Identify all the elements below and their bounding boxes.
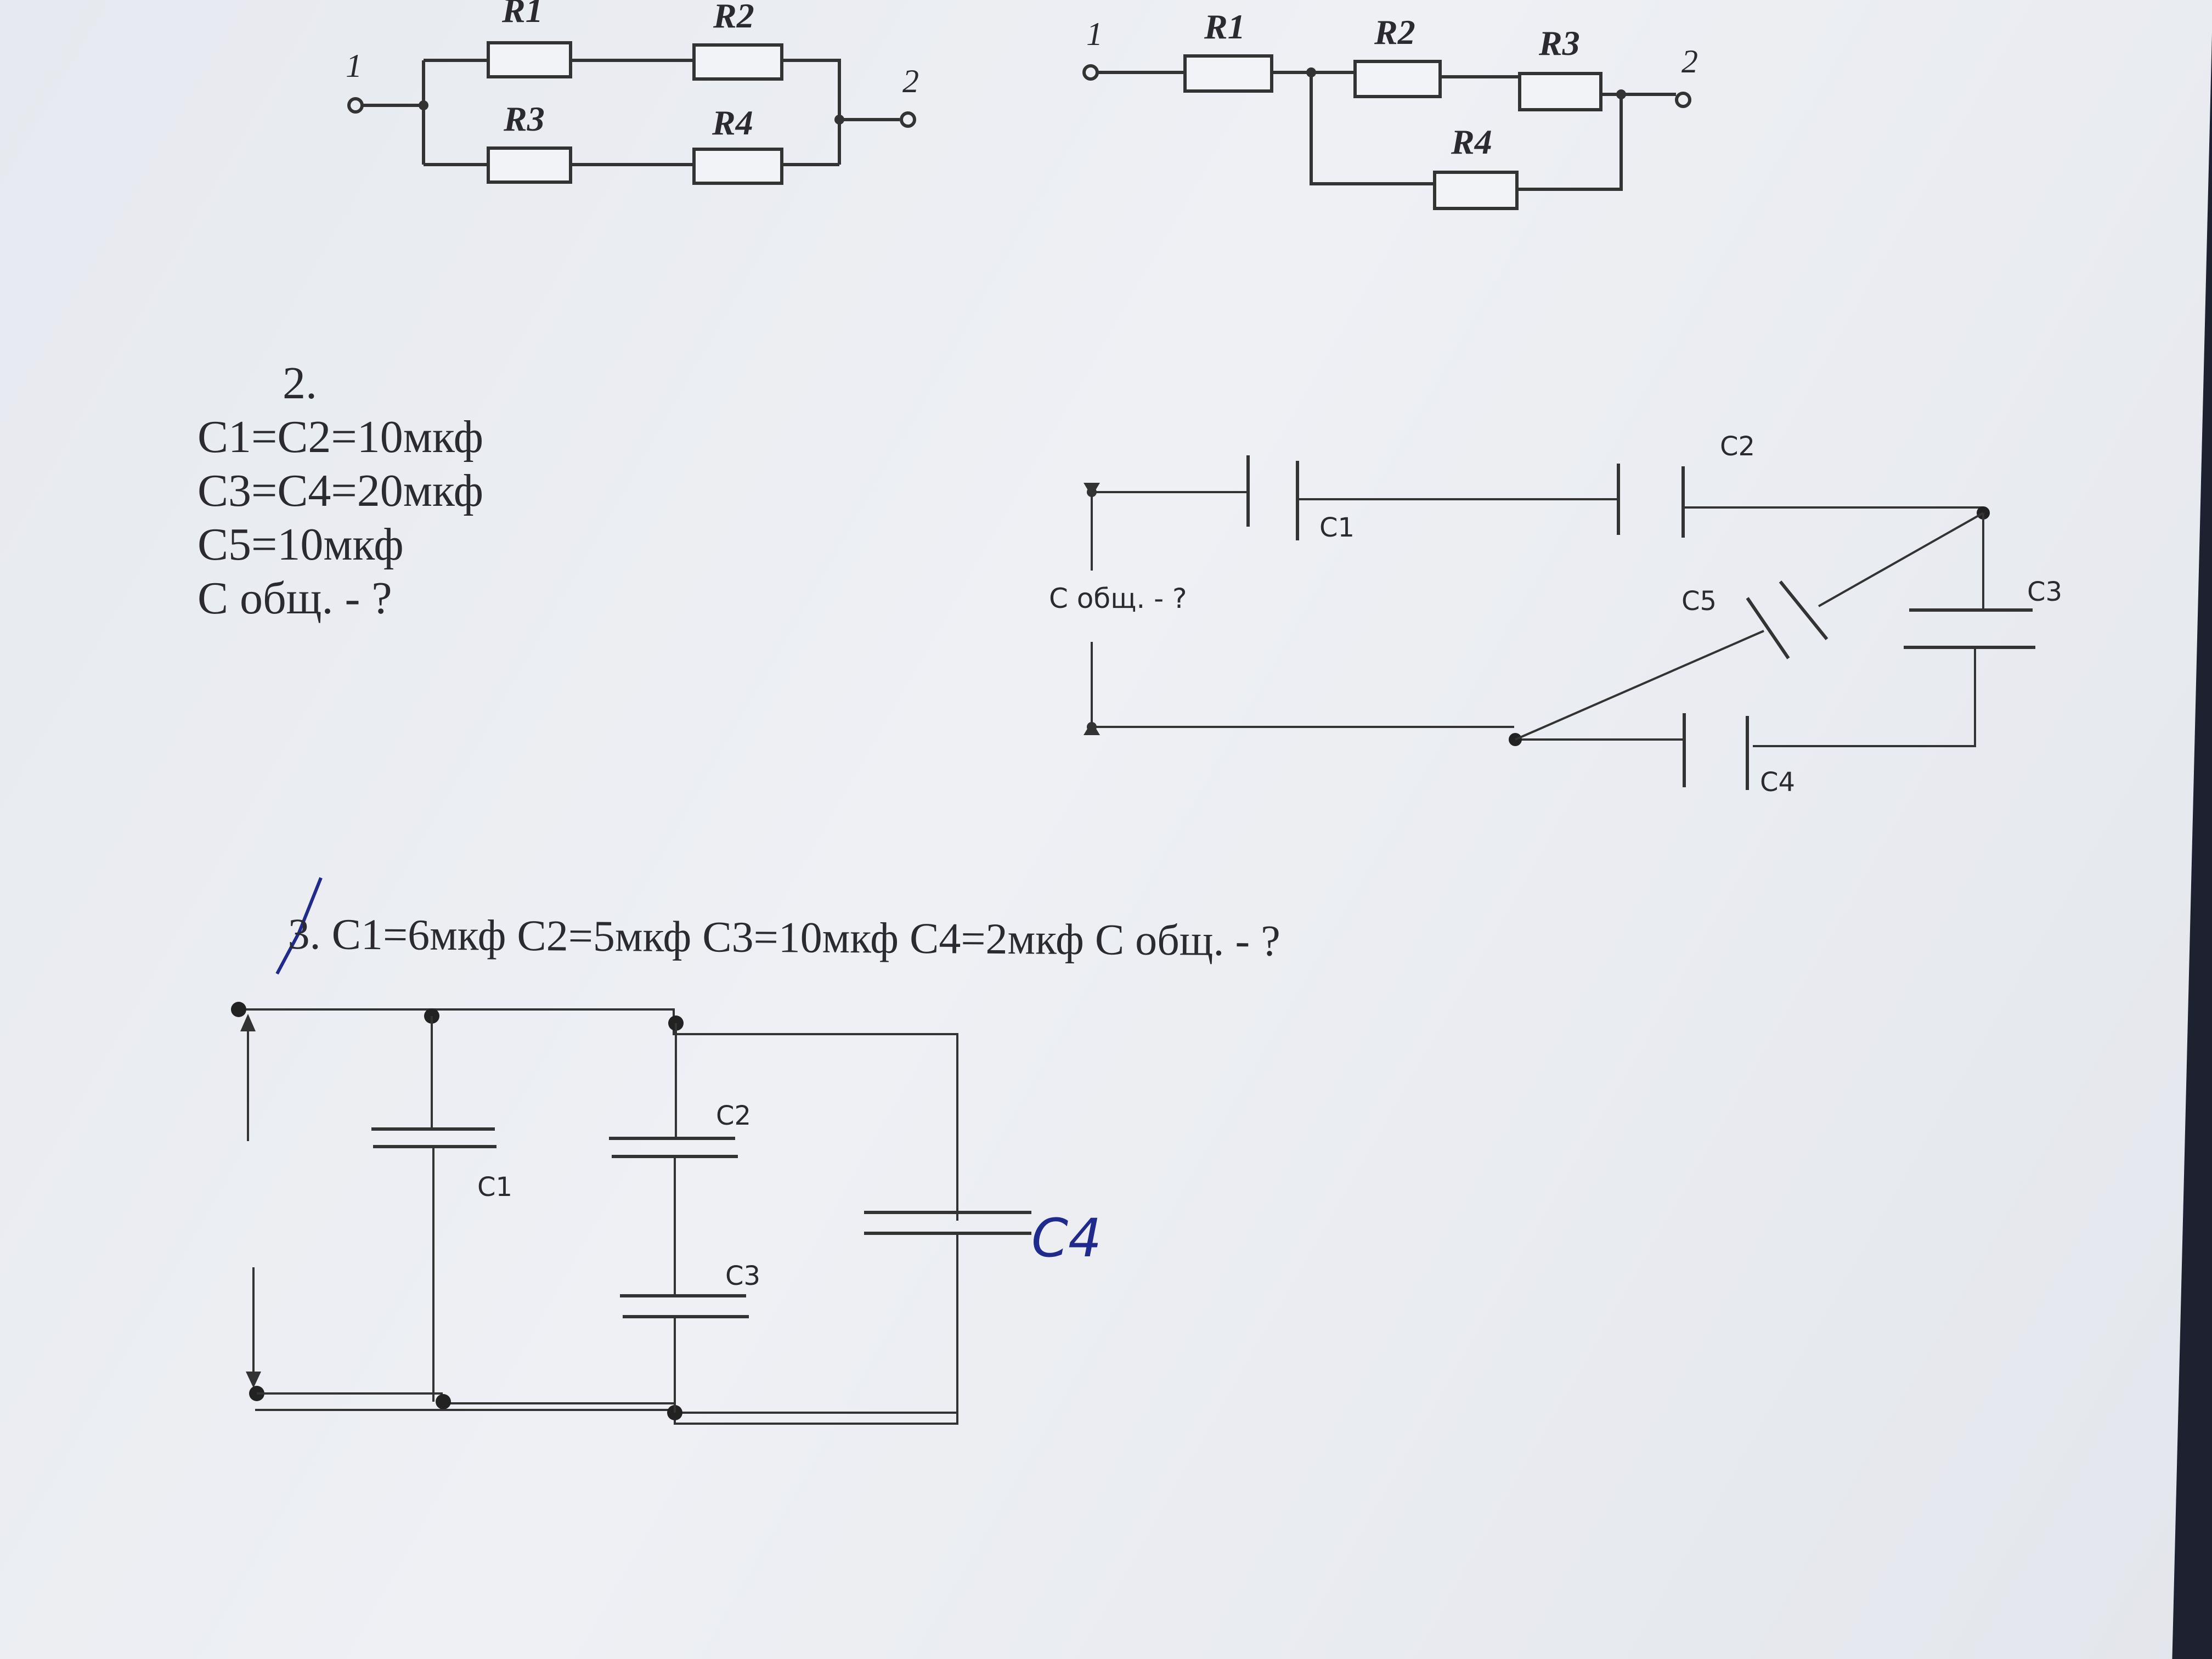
capacitor-c1 bbox=[1246, 455, 1299, 540]
terminal-1 bbox=[347, 97, 364, 114]
label-r3: R3 bbox=[503, 99, 545, 138]
terminal-1 bbox=[1082, 64, 1099, 81]
terminal-2 bbox=[900, 111, 916, 128]
circuit-r-parallel: R1 R2 R3 R4 1 2 bbox=[346, 0, 919, 185]
problem2-text: 2. C1=C2=10мкф C3=C4=20мкф C5=10мкф C об… bbox=[198, 357, 483, 625]
label-r4: R4 bbox=[1451, 122, 1492, 161]
capacitor-c3 bbox=[1904, 608, 2035, 649]
label-c5: C5 bbox=[1681, 586, 1717, 617]
problem2-circuit: C1 C2 C3 C4 C5 C общ. - ? bbox=[1049, 431, 2062, 798]
problem3-statement: 3. C1=6мкф C2=5мкф C3=10мкф C4=2мкф C об… bbox=[287, 908, 1280, 968]
capacitor-c4 bbox=[1683, 713, 1749, 790]
resistor-r3 bbox=[1518, 72, 1602, 111]
label-r2: R2 bbox=[1374, 13, 1415, 52]
label-terminal-1: 1 bbox=[346, 48, 362, 84]
problem2-line: C1=C2=10мкф bbox=[198, 411, 484, 462]
label-terminal-2: 2 bbox=[902, 63, 919, 99]
resistor-r3 bbox=[487, 146, 572, 184]
label-r2: R2 bbox=[713, 0, 754, 35]
problem3-number: 3. bbox=[287, 910, 321, 959]
label-c4: C4 bbox=[1760, 767, 1795, 798]
problem3-text: C1=6мкф C2=5мкф C3=10мкф C4=2мкф C общ. … bbox=[331, 910, 1280, 966]
label-c1: C1 bbox=[477, 1172, 512, 1203]
label-total-question: C общ. - ? bbox=[1049, 583, 1187, 614]
problem3-circuit: C1 C2 C3 C4 bbox=[231, 877, 1102, 1425]
capacitor-c4 bbox=[864, 1211, 1031, 1235]
resistor-r2 bbox=[1353, 60, 1442, 98]
resistor-r1 bbox=[487, 41, 572, 78]
label-terminal-2: 2 bbox=[1681, 43, 1698, 80]
capacitor-c2 bbox=[609, 1137, 738, 1158]
capacitor-c5 bbox=[1746, 580, 1829, 659]
resistor-r4 bbox=[1433, 171, 1519, 210]
circuit-r-mixed: R1 R2 R3 R4 1 2 bbox=[1082, 7, 1698, 210]
label-c3: C3 bbox=[725, 1261, 760, 1291]
problem2-line: C общ. - ? bbox=[198, 573, 392, 624]
label-c2: C2 bbox=[1720, 431, 1755, 462]
resistor-r4 bbox=[692, 148, 783, 185]
label-terminal-1: 1 bbox=[1086, 16, 1103, 52]
label-r3: R3 bbox=[1538, 24, 1580, 63]
label-c2: C2 bbox=[716, 1101, 751, 1131]
resistor-r2 bbox=[692, 43, 783, 81]
label-r1: R1 bbox=[1204, 7, 1245, 46]
terminal-2 bbox=[1675, 92, 1691, 108]
problem2-number: 2. bbox=[283, 358, 317, 409]
label-r1: R1 bbox=[501, 0, 543, 30]
problem2-line: C5=10мкф bbox=[198, 519, 404, 570]
resistor-r1 bbox=[1183, 54, 1273, 93]
capacitor-c1 bbox=[371, 1127, 496, 1148]
label-c4-handwritten: C4 bbox=[1031, 1207, 1102, 1269]
capacitor-c3 bbox=[620, 1294, 749, 1318]
label-c1: C1 bbox=[1319, 512, 1355, 543]
capacitor-c2 bbox=[1617, 464, 1685, 538]
label-r4: R4 bbox=[712, 103, 753, 142]
problem2-line: C3=C4=20мкф bbox=[198, 465, 484, 516]
label-c3: C3 bbox=[2027, 577, 2062, 607]
check-mark-icon bbox=[275, 877, 323, 975]
